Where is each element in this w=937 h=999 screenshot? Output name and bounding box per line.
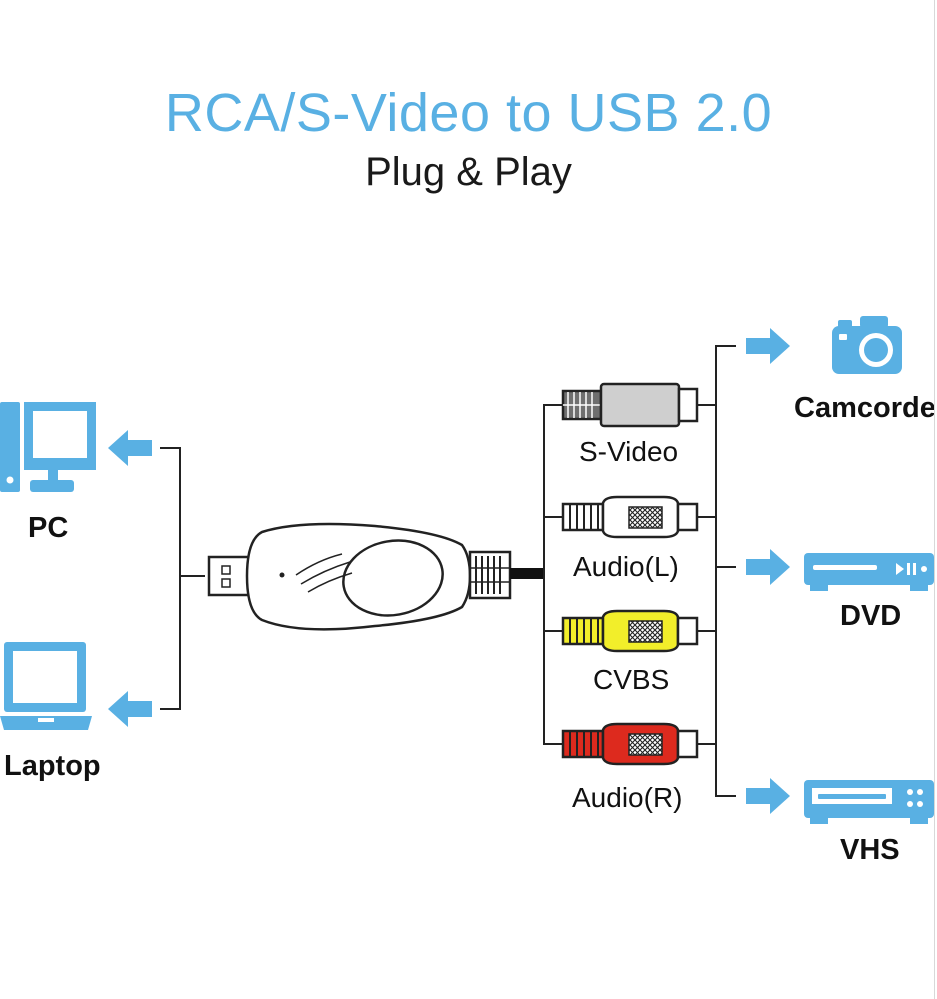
right-bracket xyxy=(697,345,736,797)
dvd-player-icon xyxy=(804,553,934,591)
connector-bracket xyxy=(543,404,564,745)
cable xyxy=(510,568,545,579)
audio-left-connector xyxy=(561,495,699,539)
usb-plug xyxy=(207,555,251,597)
vhs-label: VHS xyxy=(840,834,900,866)
svideo-connector xyxy=(561,382,699,428)
pc-label: PC xyxy=(28,512,69,544)
usb-capture-dongle xyxy=(245,522,472,631)
page-title: RCA/S-Video to USB 2.0 xyxy=(164,83,773,143)
audio-right-label: Audio(R) xyxy=(572,782,683,813)
camcorder-label: Camcorder xyxy=(794,392,934,424)
laptop-icon xyxy=(0,642,92,730)
arrow-to-laptop-icon xyxy=(108,691,152,727)
desktop-pc-icon xyxy=(0,402,96,492)
strain-relief xyxy=(468,550,512,600)
left-bracket xyxy=(160,447,205,710)
audio-left-label: Audio(L) xyxy=(573,551,679,582)
arrow-to-dvd-icon xyxy=(746,549,790,585)
cvbs-label: CVBS xyxy=(593,664,670,695)
vhs-player-icon xyxy=(804,780,934,824)
laptop-label: Laptop xyxy=(4,750,101,782)
camera-icon xyxy=(832,316,902,374)
svideo-label: S-Video xyxy=(579,436,679,467)
arrow-to-vhs-icon xyxy=(746,778,790,814)
arrow-to-pc-icon xyxy=(108,430,152,466)
dvd-label: DVD xyxy=(840,600,902,632)
cvbs-connector xyxy=(561,609,699,653)
page-subtitle: Plug & Play xyxy=(365,150,572,194)
audio-right-connector xyxy=(561,722,699,766)
page-edge-line xyxy=(934,0,935,999)
arrow-to-camcorder-icon xyxy=(746,328,790,364)
